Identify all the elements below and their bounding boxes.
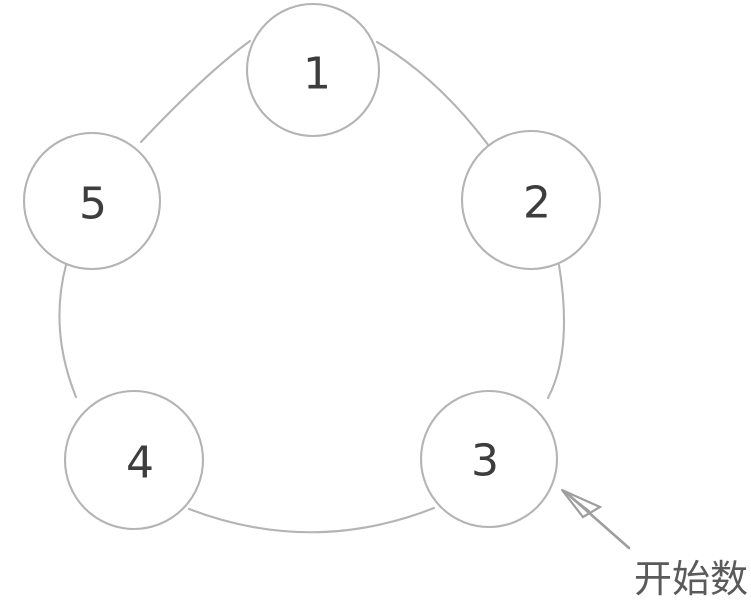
node-2-label: 2: [523, 178, 551, 229]
node-2[interactable]: 2: [460, 129, 602, 271]
node-4-label: 4: [126, 438, 154, 489]
node-5-label: 5: [79, 179, 107, 230]
start-count-arrow: [561, 488, 631, 550]
edge-group: [58, 39, 566, 534]
node-3-circle[interactable]: [419, 389, 559, 529]
node-4[interactable]: 4: [63, 389, 205, 531]
edge-node2-node3: [546, 263, 566, 400]
arrow-head-rib-line: [561, 489, 590, 512]
arrow-head-icon: [561, 488, 603, 519]
node-3-label: 3: [471, 436, 499, 487]
start-count-label: 开始数: [634, 557, 748, 601]
node-5-circle[interactable]: [22, 131, 162, 271]
node-1-circle[interactable]: [245, 2, 381, 138]
node-3[interactable]: 3: [419, 389, 559, 529]
edge-node3-node4: [187, 506, 436, 534]
edge-node1-node2: [375, 40, 491, 148]
node-4-circle[interactable]: [63, 389, 205, 531]
edge-node5-node1: [139, 39, 252, 144]
node-1[interactable]: 1: [245, 2, 381, 138]
node-5[interactable]: 5: [22, 131, 162, 271]
node-2-circle[interactable]: [460, 129, 602, 271]
node-1-label: 1: [303, 49, 331, 100]
edge-node4-node5: [58, 263, 78, 399]
